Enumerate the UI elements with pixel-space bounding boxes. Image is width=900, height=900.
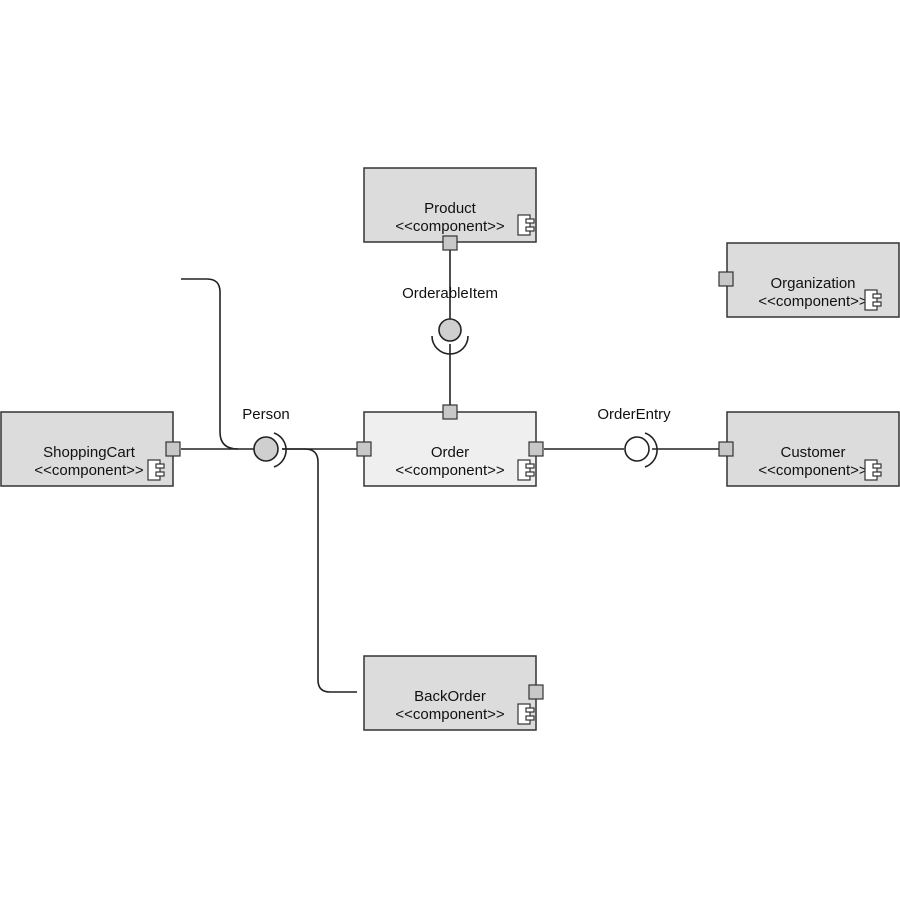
component-icon xyxy=(517,703,535,725)
orderentry-ball xyxy=(624,436,650,462)
port-square xyxy=(356,441,372,457)
component-icon xyxy=(517,459,535,481)
component-icon xyxy=(147,459,165,481)
component-icon xyxy=(864,459,882,481)
port-square xyxy=(442,404,458,420)
interface-orderableitem: OrderableItem xyxy=(402,285,498,355)
orderentry-socket xyxy=(644,432,658,468)
port-square xyxy=(718,271,734,287)
component-box xyxy=(363,411,537,487)
interface-label: Person xyxy=(242,406,290,423)
component-name: BackOrder xyxy=(414,688,486,705)
component-name: Order xyxy=(431,444,469,461)
component-stereotype: <<component>> xyxy=(395,218,504,235)
component-icon xyxy=(864,289,882,311)
interface-label: OrderEntry xyxy=(597,406,671,423)
port-square xyxy=(442,235,458,251)
person-organization-wire xyxy=(181,278,239,450)
component-box xyxy=(0,411,174,487)
component-name: Organization xyxy=(770,275,855,292)
component-box xyxy=(363,655,537,731)
interface-label: OrderableItem xyxy=(402,285,498,302)
orderableitem-socket xyxy=(431,335,469,355)
component-product[interactable]: Product <<component>> xyxy=(363,167,537,251)
component-customer[interactable]: Customer <<component>> xyxy=(718,411,900,487)
component-stereotype: <<component>> xyxy=(395,706,504,723)
port-square xyxy=(528,441,544,457)
person-socket xyxy=(273,432,287,468)
component-box xyxy=(363,167,537,243)
component-stereotype: <<component>> xyxy=(758,293,867,310)
orderableitem-ball xyxy=(438,318,462,342)
component-stereotype: <<component>> xyxy=(395,462,504,479)
component-order[interactable]: Order <<component>> xyxy=(356,404,544,487)
component-shoppingcart[interactable]: ShoppingCart <<component>> xyxy=(0,411,181,487)
interface-person: Person xyxy=(242,406,290,468)
component-icon xyxy=(517,214,535,236)
component-stereotype: <<component>> xyxy=(758,462,867,479)
component-name: Product xyxy=(424,200,477,217)
port-square xyxy=(528,684,544,700)
backorder-person-wire xyxy=(282,448,357,693)
component-organization[interactable]: Organization <<component>> xyxy=(718,242,900,318)
component-stereotype: <<component>> xyxy=(34,462,143,479)
component-name: ShoppingCart xyxy=(43,444,136,461)
person-ball xyxy=(253,436,279,462)
port-square xyxy=(718,441,734,457)
component-name: Customer xyxy=(780,444,845,461)
port-square xyxy=(165,441,181,457)
component-backorder[interactable]: BackOrder <<component>> xyxy=(363,655,544,731)
interface-orderentry: OrderEntry xyxy=(597,406,671,468)
